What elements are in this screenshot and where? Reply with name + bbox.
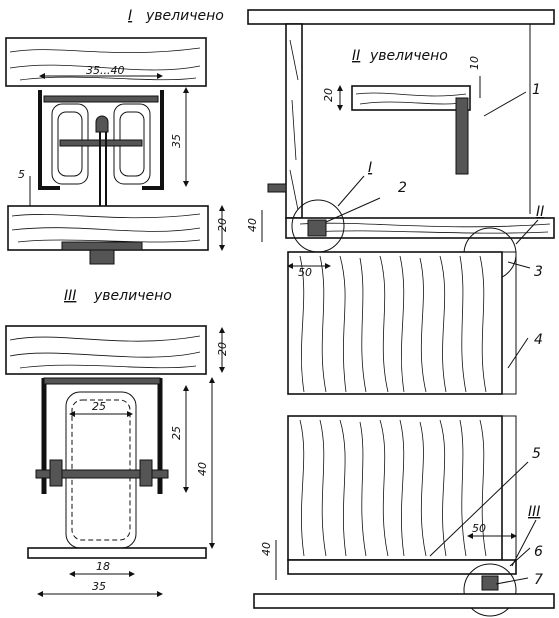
view3-bushing-right <box>139 459 153 487</box>
detail-view-1: I увеличено 35...40 35 5 20 <box>5 8 229 265</box>
view1-caption: увеличено <box>145 8 224 24</box>
view3-bushing-left <box>49 459 63 487</box>
cabinet-assembly: II увеличено 20 10 40 50 50 40 <box>246 9 555 617</box>
view1-bolt-head <box>95 115 109 133</box>
view1-plate <box>61 241 143 251</box>
leader-4 <box>507 337 529 369</box>
callout-5: 5 <box>532 446 541 462</box>
view1-dim-height: 35 <box>170 134 183 148</box>
leader-mark-2 <box>515 219 539 245</box>
view2-board <box>351 85 471 111</box>
view2-caption: увеличено <box>369 48 448 64</box>
callout-4: 4 <box>534 332 543 348</box>
view1-dim-board: 20 <box>216 218 229 232</box>
callout-circle-3 <box>463 563 517 617</box>
view3-top-grain <box>9 335 201 369</box>
mark-3: III <box>528 504 540 520</box>
view3-top-board <box>5 325 207 375</box>
view3-caption: увеличено <box>93 288 172 304</box>
mark-1: I <box>368 160 372 176</box>
callout-6: 6 <box>534 544 543 560</box>
view3-floor <box>27 547 207 559</box>
main-dim-top-gap: 40 <box>246 218 259 232</box>
view3-bracket-top <box>43 377 161 385</box>
leader-1 <box>483 91 527 117</box>
drawer-lower-side <box>501 415 517 561</box>
leader-2 <box>325 197 381 223</box>
callout-7: 7 <box>534 572 543 588</box>
roller-1 <box>307 219 327 237</box>
view1-numeral: I <box>128 8 132 24</box>
callout-2: 2 <box>398 180 407 196</box>
cabinet-side-grain <box>289 39 299 211</box>
leader-mark-1 <box>337 175 365 207</box>
cabinet-handle <box>267 183 287 193</box>
view3-axle <box>35 469 169 479</box>
mark-2: II <box>536 204 544 220</box>
callout-1: 1 <box>532 82 541 98</box>
drawer-upper-grain <box>299 255 487 393</box>
view3-dim-wheel: 25 <box>92 400 106 413</box>
leader-5 <box>429 461 529 557</box>
view2-dim-strip: 10 <box>468 56 481 70</box>
main-dim-side-left: 50 <box>298 266 312 279</box>
detail-view-3: III увеличено 20 25 25 40 18 35 <box>5 288 229 597</box>
view1-nut <box>89 249 115 265</box>
view3-dim-outer: 35 <box>92 580 106 593</box>
view1-top-board <box>5 37 207 87</box>
roller-2 <box>481 575 499 591</box>
drawer-lower-grain <box>299 419 487 557</box>
leader-3 <box>507 261 531 269</box>
cabinet-top-panel <box>247 9 555 25</box>
view1-bottom-grain <box>11 213 201 243</box>
view3-dim-inner: 18 <box>96 560 110 573</box>
callout-3: 3 <box>534 264 543 280</box>
view1-bracket <box>38 90 164 190</box>
floor-board <box>253 593 555 609</box>
view3-numeral: III <box>64 288 76 304</box>
view1-dim-gap: 5 <box>18 168 25 181</box>
drawer-bottom <box>287 559 517 575</box>
view2-numeral: II <box>352 48 360 64</box>
drawer-upper-front <box>287 251 503 395</box>
view2-strip <box>455 97 469 175</box>
main-dim-bottom: 40 <box>260 542 273 556</box>
leader-mark-3 <box>511 519 537 567</box>
main-dim-side-right: 50 <box>472 522 486 535</box>
drawer-lower-front <box>287 415 503 561</box>
view1-bracket-top <box>43 95 159 103</box>
view3-dim-height-b: 40 <box>196 462 209 476</box>
view3-dim-height-a: 25 <box>170 426 183 440</box>
leader-7 <box>495 577 529 585</box>
view2-dim-board: 20 <box>322 88 335 102</box>
view3-dim-board: 20 <box>216 342 229 356</box>
drawer-upper-side <box>501 251 517 395</box>
view1-dim-width: 35...40 <box>86 64 124 77</box>
